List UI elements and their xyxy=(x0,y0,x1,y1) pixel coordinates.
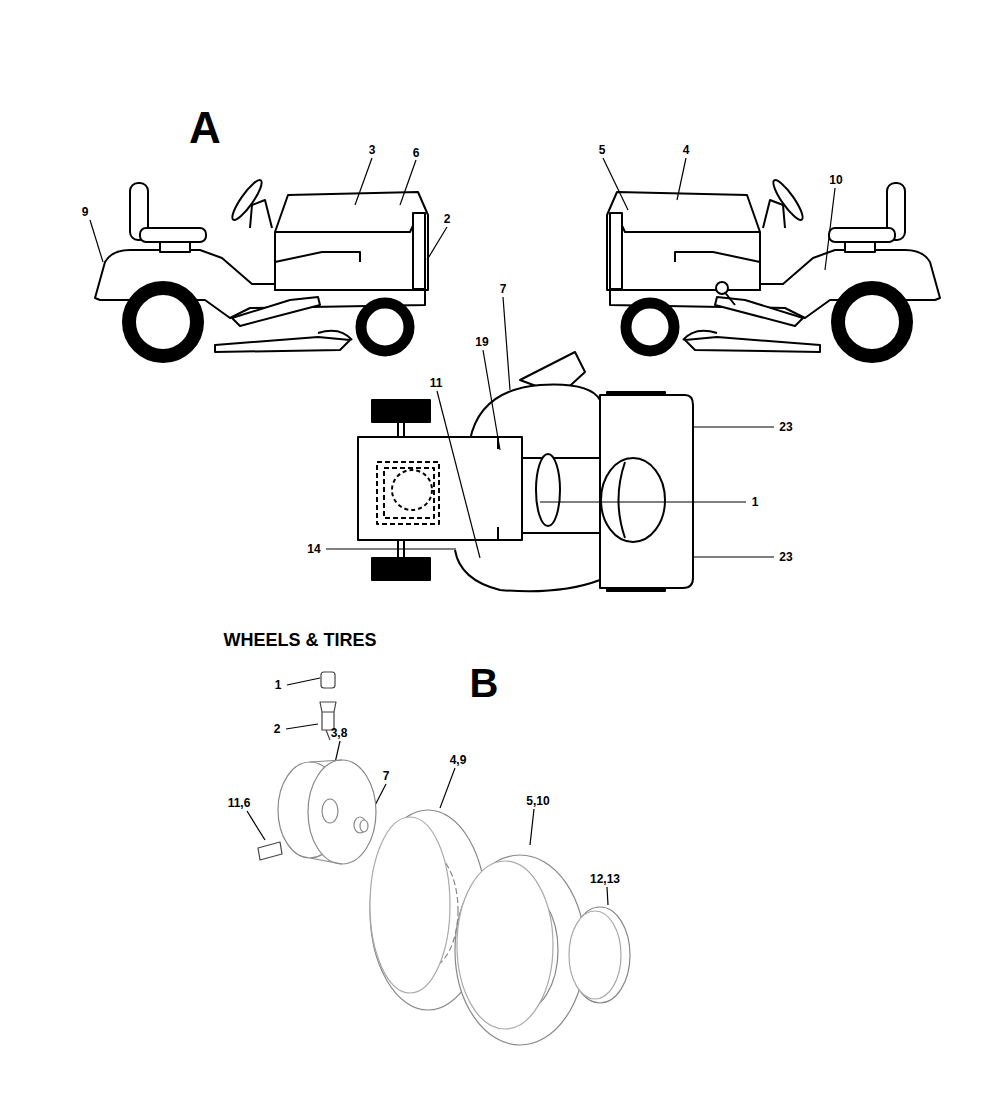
callout-number: 4 xyxy=(683,144,690,156)
callout-number: 23 xyxy=(779,421,792,433)
callout-number: 19 xyxy=(475,336,488,348)
callout-number: 14 xyxy=(307,543,320,555)
callout-number: 6 xyxy=(413,147,420,159)
tractor-side-view-mirrored xyxy=(607,177,940,356)
callout-number: 2 xyxy=(274,723,281,735)
callout-number: 1 xyxy=(752,496,759,508)
section-heading: WHEELS & TIRES xyxy=(223,631,376,649)
callout-number: 4,9 xyxy=(450,754,467,766)
callout-number: 5,10 xyxy=(526,795,549,807)
tractor-side-view xyxy=(95,177,428,356)
section-letter: B xyxy=(470,663,499,703)
callout-number: 11 xyxy=(430,377,443,389)
callout-number: 7 xyxy=(500,283,507,295)
callout-number: 3,8 xyxy=(331,727,348,739)
callout-number: 1 xyxy=(275,679,282,691)
callout-number: 9 xyxy=(82,206,89,218)
callout-number: 3 xyxy=(369,144,376,156)
leader-lines xyxy=(90,158,835,905)
tractor-top-view xyxy=(358,352,693,591)
callout-number: 12,13 xyxy=(590,873,620,885)
section-letter: A xyxy=(189,106,221,150)
callout-number: 23 xyxy=(779,551,792,563)
callout-number: 2 xyxy=(444,213,451,225)
callout-number: 5 xyxy=(599,144,606,156)
wheel-parts xyxy=(258,672,630,1045)
callout-number: 10 xyxy=(829,174,842,186)
callout-number: 11,6 xyxy=(228,797,251,809)
callout-number: 7 xyxy=(383,770,390,782)
